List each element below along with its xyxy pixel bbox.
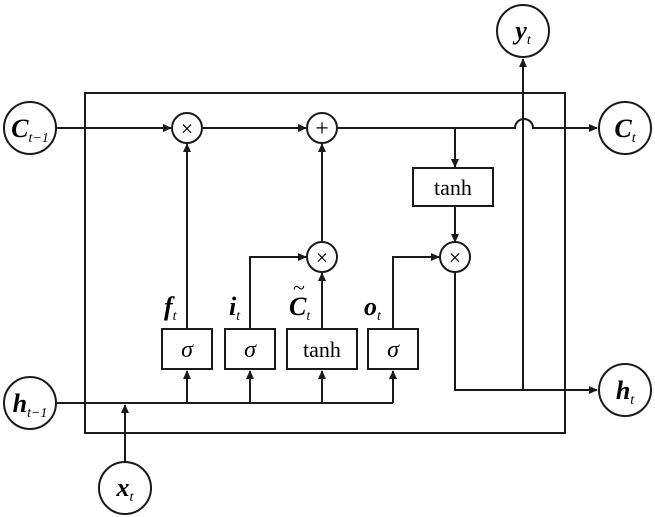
candidate-gate: tanh	[286, 328, 358, 370]
input-multiply-op: ×	[306, 241, 338, 273]
c-prev-label: C	[11, 114, 29, 143]
h-t-label: h	[616, 376, 630, 405]
h-prev-sub: t−1	[27, 406, 47, 421]
node-h-t: ht	[598, 363, 652, 417]
svg-text:xt: xt	[116, 473, 135, 505]
c-prev-sub: t−1	[29, 131, 49, 146]
forget-multiply-symbol: ×	[181, 116, 193, 141]
cell-tanh-label: tanh	[434, 175, 472, 200]
svg-text:Ct−1: Ct−1	[11, 114, 49, 146]
node-h-prev: ht−1	[3, 376, 57, 430]
x-t-label: x	[116, 473, 130, 502]
forget-multiply-op: ×	[171, 112, 203, 144]
output-multiply-symbol: ×	[449, 245, 461, 270]
cell-add-symbol: +	[315, 116, 329, 142]
output-gate-symbol: σ	[387, 337, 400, 363]
y-t-label: y	[512, 16, 527, 45]
svg-text:Ct: Ct	[614, 114, 636, 146]
input-gate: σ	[224, 328, 276, 370]
forget-gate-label: ft	[164, 292, 178, 324]
output-multiply-op: ×	[439, 241, 471, 273]
x-t-sub: t	[130, 490, 135, 505]
forget-gate: σ	[161, 328, 213, 370]
input-gate-label: it	[229, 292, 241, 324]
c-t-sub: t	[632, 131, 637, 146]
connections	[57, 58, 598, 462]
cell-boundary	[84, 92, 566, 434]
node-c-prev: Ct−1	[3, 101, 57, 155]
svg-text:ht: ht	[616, 376, 635, 408]
cell-tanh-box: tanh	[412, 167, 494, 207]
candidate-gate-label: Ct	[289, 292, 311, 324]
candidate-tilde: ~	[293, 275, 305, 300]
node-y-t: yt	[496, 4, 550, 58]
candidate-gate-symbol: tanh	[303, 337, 341, 362]
output-gate: σ	[367, 328, 419, 370]
input-multiply-symbol: ×	[316, 245, 328, 270]
y-t-sub: t	[527, 33, 532, 48]
node-c-t: Ct	[598, 101, 652, 155]
cell-add-op: +	[306, 112, 338, 144]
h-prev-label: h	[13, 389, 27, 418]
output-gate-label: ot	[364, 292, 382, 324]
svg-text:ht−1: ht−1	[13, 389, 48, 421]
h-t-sub: t	[630, 393, 635, 408]
svg-text:yt: yt	[512, 16, 532, 48]
c-t-label: C	[614, 114, 632, 143]
node-x-t: xt	[98, 461, 152, 515]
forget-gate-symbol: σ	[181, 337, 194, 363]
input-gate-symbol: σ	[244, 337, 257, 363]
